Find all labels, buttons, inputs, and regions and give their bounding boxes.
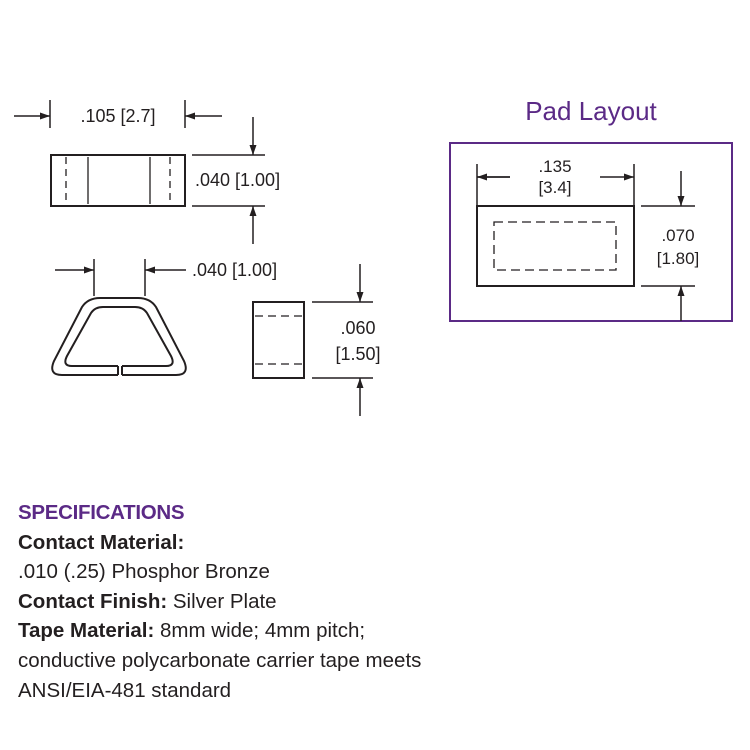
contact-inner-outline xyxy=(64,306,174,367)
contact-finish-value: Silver Plate xyxy=(167,589,277,613)
front-width-label: .040 [1.00] xyxy=(192,260,277,280)
pad-hidden-outline xyxy=(493,221,617,271)
pad-layout: Pad Layout .135 [3.4] .070 [1.80] xyxy=(449,96,733,322)
top-width-label: .105 [2.7] xyxy=(80,106,155,126)
pad-width-inch-label: .135 xyxy=(538,157,571,176)
contact-finish-row: Contact Finish: Silver Plate xyxy=(18,587,738,617)
contact-material-value: .010 (.25) Phosphor Bronze xyxy=(18,560,270,584)
specifications-block: SPECIFICATIONS Contact Material: .010 (.… xyxy=(18,498,738,705)
side-height-inch-label: .060 xyxy=(340,318,375,338)
contact-finish-label: Contact Finish: xyxy=(18,589,168,613)
pad-width-mm-label: [3.4] xyxy=(538,178,571,197)
contact-material-row: Contact Material: xyxy=(18,528,738,558)
front-view: .040 [1.00] xyxy=(51,259,277,376)
tape-material-line-3: ANSI/EIA-481 standard xyxy=(18,678,232,702)
specifications-heading: SPECIFICATIONS xyxy=(18,501,185,524)
side-height-mm-label: [1.50] xyxy=(335,344,380,364)
side-view: .060 [1.50] xyxy=(252,264,381,416)
pad-outline xyxy=(476,205,635,287)
top-view-body xyxy=(50,154,186,207)
contact-material-label: Contact Material: xyxy=(18,530,185,554)
top-height-label: .040 [1.00] xyxy=(195,170,280,190)
pad-height-mm-label: [1.80] xyxy=(657,249,700,268)
tape-material-row: Tape Material: 8mm wide; 4mm pitch; xyxy=(18,616,738,646)
pad-height-inch-label: .070 xyxy=(661,226,694,245)
pad-layout-frame xyxy=(449,142,733,322)
tape-material-label: Tape Material: xyxy=(18,619,155,643)
contact-outer-outline xyxy=(51,297,187,376)
top-view: .105 [2.7] .040 [1.00] xyxy=(14,100,280,244)
tape-material-line-2: conductive polycarbonate carrier tape me… xyxy=(18,648,422,672)
pad-layout-title: Pad Layout xyxy=(525,96,657,126)
mechanical-drawing: .105 [2.7] .040 [1.00] .040 [1.00] .060 xyxy=(14,96,733,416)
tape-material-value: 8mm wide; 4mm pitch; xyxy=(154,619,366,643)
side-view-body xyxy=(252,301,305,379)
